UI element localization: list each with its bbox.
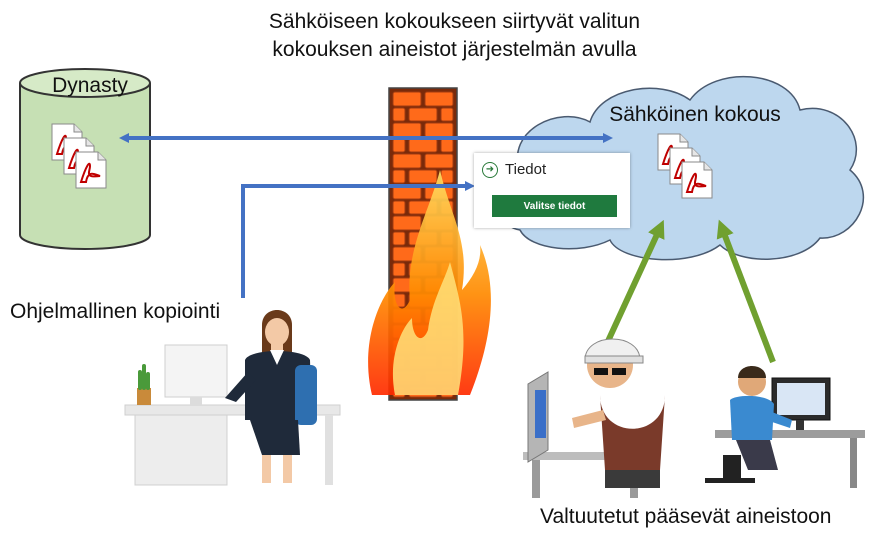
firewall-icon bbox=[368, 87, 491, 401]
access-arrow bbox=[716, 219, 776, 364]
panel-header-label: Tiedot bbox=[505, 161, 547, 178]
title-line-2: kokouksen aineistot järjestelmän avulla bbox=[272, 38, 637, 61]
access-arrow bbox=[600, 219, 665, 354]
user-at-computer-icon bbox=[705, 366, 865, 488]
hacker-icon bbox=[523, 338, 665, 498]
arrow-circle-right-icon: ➜ bbox=[482, 161, 498, 178]
authorized-access-label: Valtuutetut pääsevät aineistoon bbox=[540, 505, 832, 528]
cloud-label: Sähköinen kokous bbox=[609, 103, 781, 126]
database-label: Dynasty bbox=[52, 74, 128, 97]
diagram-title: Sähköiseen kokoukseen siirtyvät valitun … bbox=[0, 8, 869, 64]
tiedot-panel: ➜ Tiedot Valitse tiedot bbox=[474, 153, 630, 228]
select-data-button[interactable]: Valitse tiedot bbox=[492, 195, 617, 217]
panel-header[interactable]: ➜ Tiedot bbox=[482, 161, 546, 178]
title-line-1: Sähköiseen kokoukseen siirtyvät valitun bbox=[268, 10, 641, 33]
office-worker-icon bbox=[124, 310, 341, 486]
programmatic-copy-label: Ohjelmallinen kopiointi bbox=[10, 300, 221, 323]
copy-arrow bbox=[241, 181, 475, 298]
